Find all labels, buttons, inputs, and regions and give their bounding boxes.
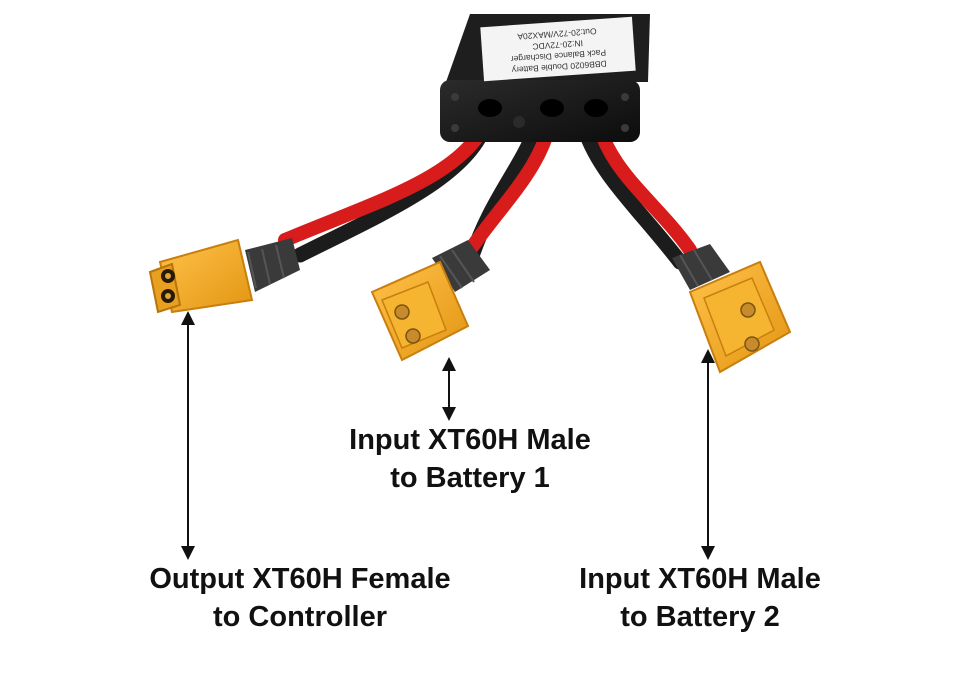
callout-battery2: Input XT60H Male to Battery 2 — [530, 560, 870, 636]
xt60h-male-connector-battery1 — [370, 240, 490, 362]
screw-icon — [451, 124, 459, 132]
label-line-3: IN:20-72VDC — [532, 38, 583, 52]
callout-battery2-line2: to Battery 2 — [620, 601, 780, 633]
callout-output-line1: Output XT60H Female — [149, 563, 451, 595]
callout-battery1-line2: to Battery 1 — [390, 462, 550, 494]
callout-battery1: Input XT60H Male to Battery 1 — [300, 421, 640, 497]
screw-icon — [621, 124, 629, 132]
screw-icon — [451, 93, 459, 101]
screw-icon — [621, 93, 629, 101]
xt60h-female-connector — [148, 238, 300, 314]
callout-output: Output XT60H Female to Controller — [90, 560, 510, 636]
xt60h-male-connector-battery2 — [672, 244, 792, 374]
callout-output-line2: to Controller — [213, 601, 387, 633]
black-wire-right — [577, 122, 688, 270]
discharger-housing: DBB6020 Double Battery Pack Balance Disc… — [440, 14, 650, 142]
callout-battery2-line1: Input XT60H Male — [579, 563, 821, 595]
callout-battery1-line1: Input XT60H Male — [349, 424, 591, 456]
device-label: DBB6020 Double Battery Pack Balance Disc… — [480, 16, 636, 82]
